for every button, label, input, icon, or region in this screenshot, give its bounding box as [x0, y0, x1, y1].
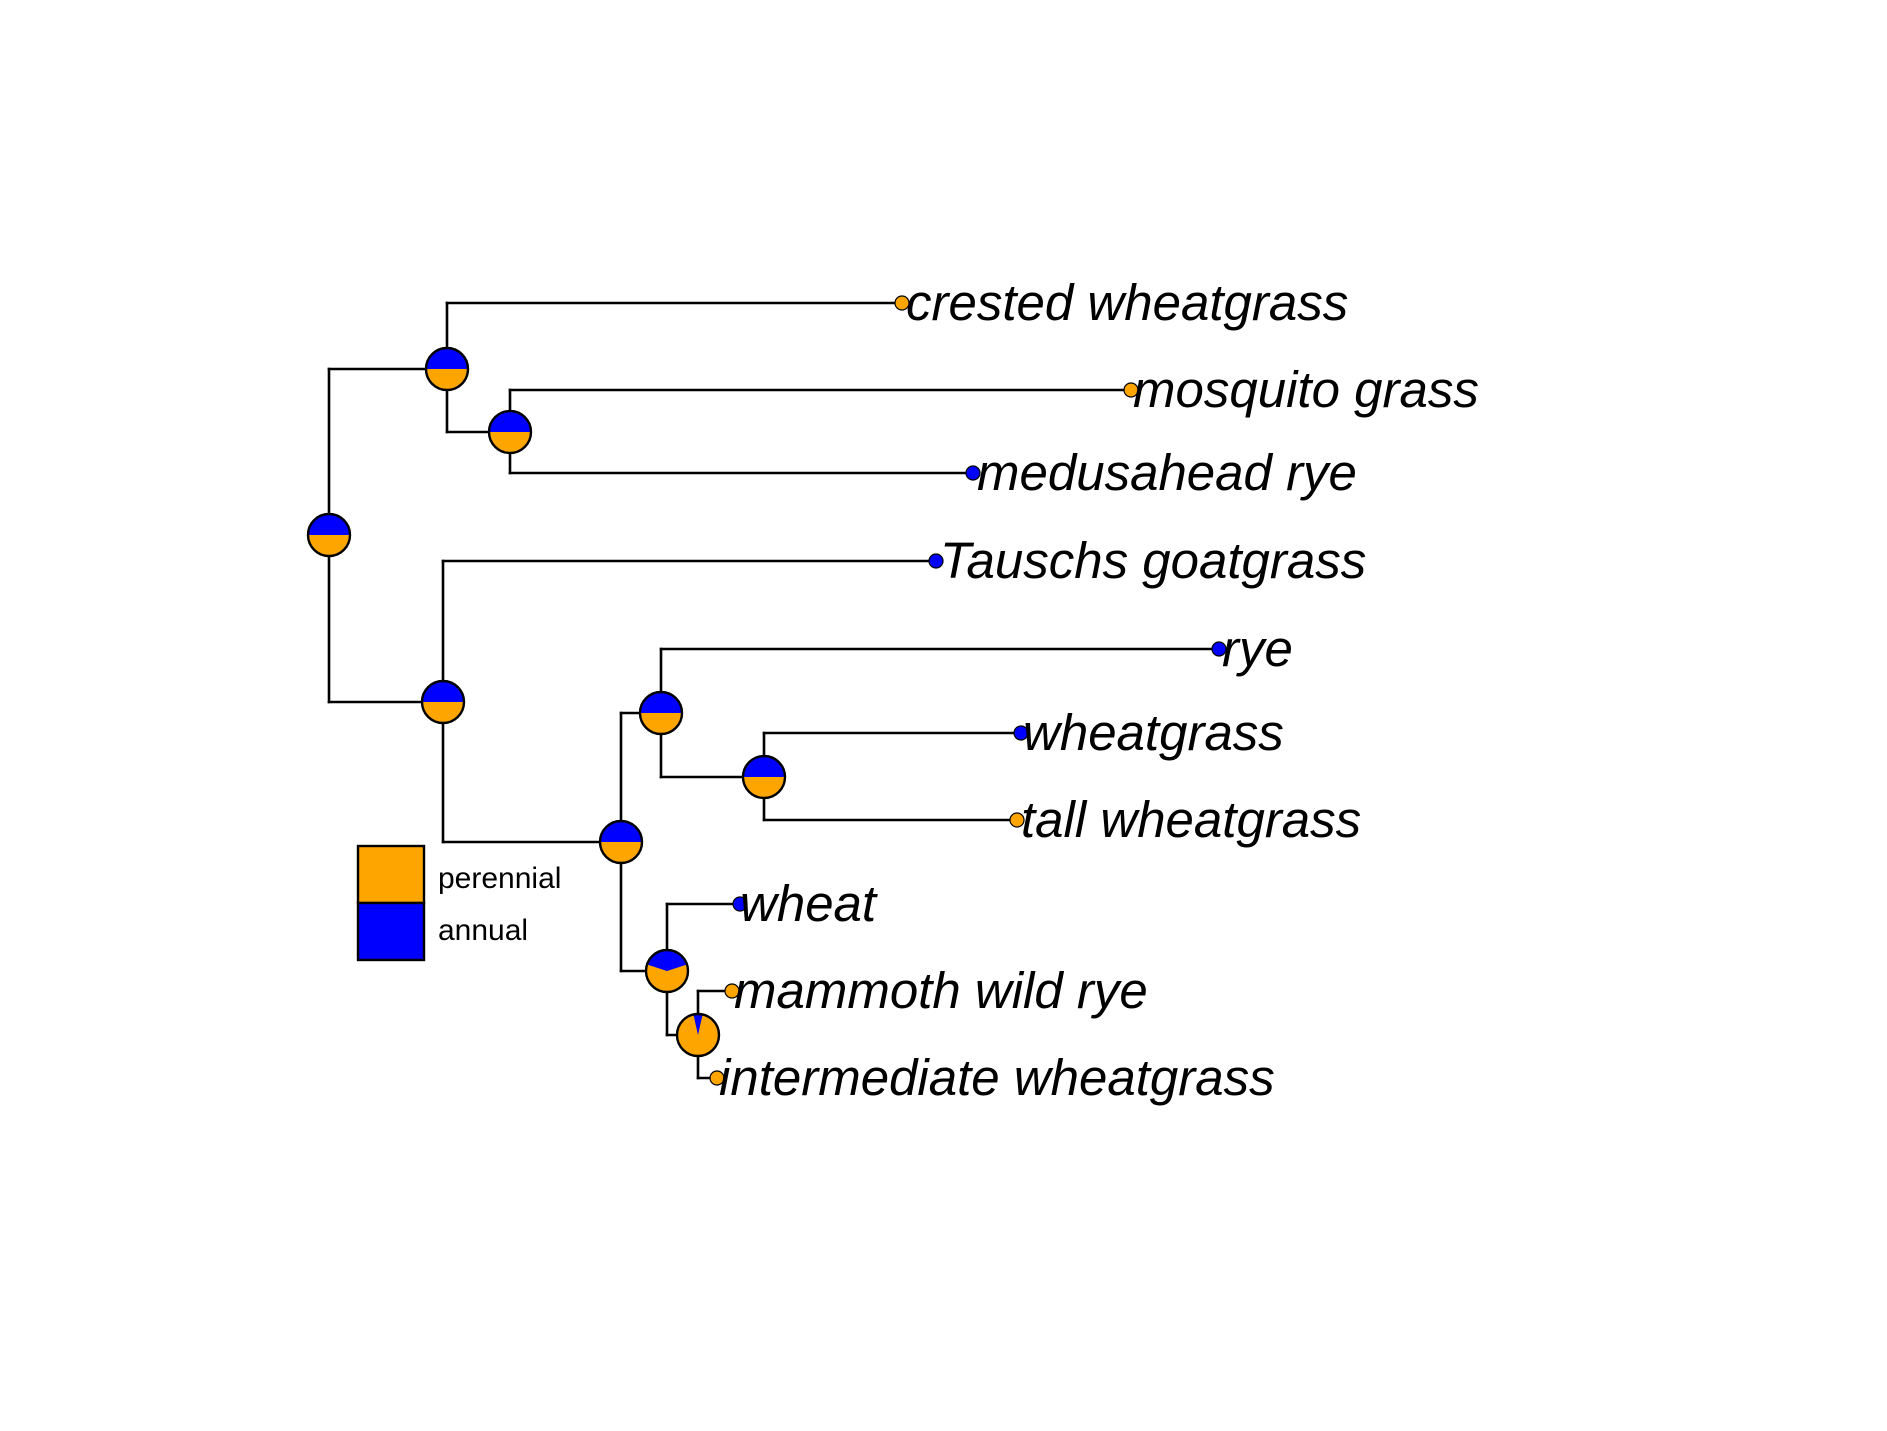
node-pie-n_f	[644, 948, 690, 994]
node-pie-n_a-annual-slice	[426, 348, 468, 369]
legend-swatch-annual	[356, 901, 426, 962]
tip-label-wheat: wheat	[740, 875, 878, 932]
tip-marker-outline-intermediate	[709, 1070, 725, 1086]
tip-state-markers	[709, 295, 1227, 1086]
node-pie-n_root-annual-slice	[308, 514, 350, 535]
tip-label-tallwheatgrass: tall wheatgrass	[1021, 791, 1361, 848]
node-pie-n_d	[638, 690, 684, 736]
legend-label-perennial: perennial	[438, 862, 561, 895]
node-pie-n_a2-annual-slice	[489, 411, 531, 432]
tip-marker-rye	[1212, 642, 1226, 656]
node-pie-n_g-outline	[675, 1012, 721, 1058]
node-pie-n_c	[598, 819, 644, 865]
node-pie-n_a	[424, 346, 470, 392]
tip-marker-wheatgrass	[1014, 726, 1028, 740]
legend-label-annual: annual	[438, 914, 528, 947]
tip-marker-mosquito	[1124, 383, 1138, 397]
node-pie-n_e-outline	[741, 754, 787, 800]
tip-label-medusahead: medusahead rye	[977, 444, 1357, 501]
node-pie-n_d-annual-slice	[640, 692, 682, 713]
legend-swatch-perennial	[356, 844, 426, 905]
tip-label-wheatgrass: wheatgrass	[1023, 704, 1284, 761]
tip-marker-outline-tallwheatgrass	[1009, 812, 1025, 828]
tip-marker-intermediate	[710, 1071, 724, 1085]
tip-label-rye: rye	[1222, 620, 1293, 677]
ancestral-state-pies	[306, 346, 787, 1058]
node-pie-n_b-annual-slice	[422, 681, 464, 702]
node-pie-n_a2	[487, 409, 533, 455]
tip-label-crested: crested wheatgrass	[906, 274, 1348, 331]
node-pie-n_e-annual-slice	[743, 756, 785, 777]
tip-label-tauschs: Tauschs goatgrass	[940, 532, 1366, 589]
tip-labels: crested wheatgrass mosquito grass medusahe…	[719, 274, 1479, 1106]
tip-marker-outline-medusahead	[965, 465, 981, 481]
tip-marker-outline-mammoth	[724, 983, 740, 999]
node-pie-n_root-outline	[306, 512, 352, 558]
tip-marker-outline-tauschs	[928, 553, 944, 569]
tip-marker-outline-mosquito	[1123, 382, 1139, 398]
node-pie-n_g-annual-slice	[693, 1014, 703, 1035]
tip-marker-wheat	[733, 897, 747, 911]
tip-marker-outline-rye	[1211, 641, 1227, 657]
tip-marker-medusahead	[966, 466, 980, 480]
node-pie-n_b	[420, 679, 466, 725]
tip-marker-mammoth	[725, 984, 739, 998]
tip-marker-outline-wheatgrass	[1013, 725, 1029, 741]
tip-marker-tallwheatgrass	[1010, 813, 1024, 827]
tip-marker-crested	[895, 296, 909, 310]
tip-marker-outline-crested	[894, 295, 910, 311]
node-pie-n_c-annual-slice	[600, 821, 642, 842]
tip-marker-outline-wheat	[732, 896, 748, 912]
node-pie-n_d-outline	[638, 690, 684, 736]
node-pie-n_a-outline	[424, 346, 470, 392]
node-pie-n_root	[306, 512, 352, 558]
node-pie-n_g	[675, 1012, 721, 1058]
node-pie-n_f-outline	[644, 948, 690, 994]
node-pie-n_a2-outline	[487, 409, 533, 455]
tip-marker-tauschs	[929, 554, 943, 568]
node-pie-n_c-outline	[598, 819, 644, 865]
tip-label-mosquito: mosquito grass	[1133, 361, 1479, 418]
node-pie-n_b-outline	[420, 679, 466, 725]
node-pie-n_e	[741, 754, 787, 800]
tip-label-intermediate: intermediate wheatgrass	[719, 1049, 1275, 1106]
tip-label-mammoth: mammoth wild rye	[734, 962, 1148, 1019]
legend: perennial annual	[356, 844, 561, 962]
node-pie-n_f-annual-slice	[647, 950, 687, 971]
